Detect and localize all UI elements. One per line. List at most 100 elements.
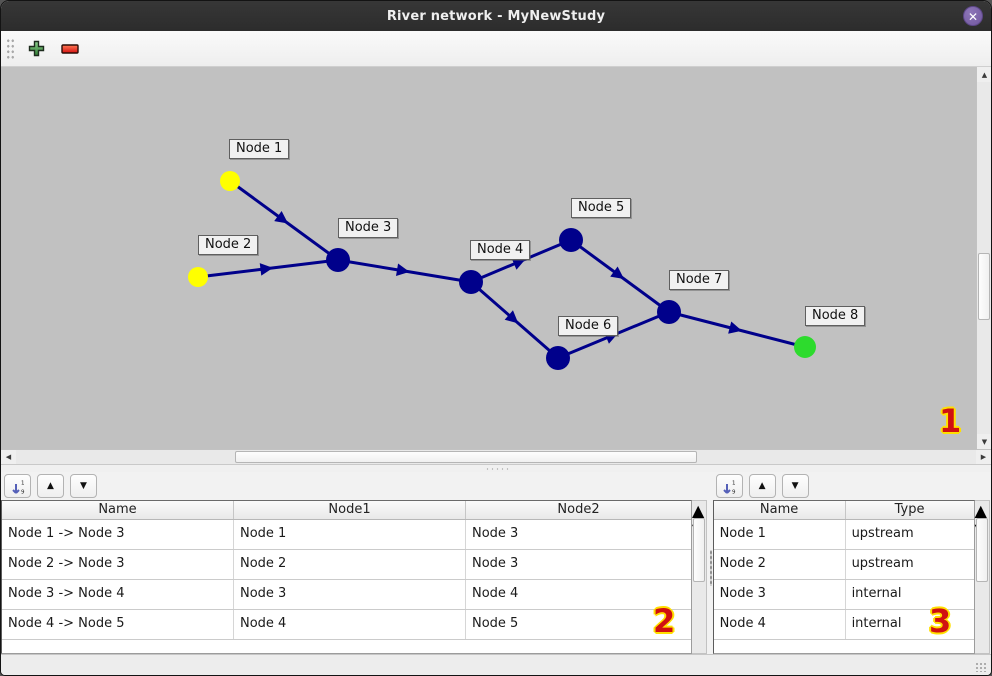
table-row[interactable]: Node 1 upstream: [713, 520, 974, 550]
scroll-up-icon[interactable]: ▲: [974, 501, 987, 520]
table-cell[interactable]: Node 1 -> Node 3: [2, 520, 234, 549]
network-edge[interactable]: [668, 310, 806, 349]
vertical-splitter[interactable]: [709, 472, 713, 654]
table-cell[interactable]: Node 3: [472, 526, 519, 541]
table-cell[interactable]: Node 5: [472, 616, 519, 631]
table-row[interactable]: Node 4 internal: [713, 610, 974, 640]
table-cell[interactable]: Node 2: [234, 550, 466, 579]
table-cell[interactable]: Node 3: [234, 580, 466, 609]
nodes-toolbar: 1 9 ▲ ▼: [713, 472, 991, 500]
network-edge[interactable]: [337, 258, 472, 284]
network-node[interactable]: [657, 300, 681, 324]
main-toolbar: [1, 31, 991, 67]
node-label[interactable]: Node 6: [558, 316, 619, 336]
table-cell[interactable]: Node 2 -> Node 3: [2, 550, 234, 579]
table-row[interactable]: Node 3 internal: [713, 580, 974, 610]
toolbar-drag-handle-icon[interactable]: [6, 37, 15, 60]
canvas-horizontal-scrollbar[interactable]: ◀ ▶: [1, 449, 991, 465]
column-header[interactable]: Node1: [234, 501, 466, 519]
column-header[interactable]: Name: [2, 501, 234, 519]
table-cell[interactable]: Node 4 -> Node 5: [2, 610, 234, 639]
move-down-button[interactable]: ▼: [781, 474, 809, 498]
close-icon[interactable]: ✕: [963, 6, 983, 26]
sort-ascending-button[interactable]: 1 9: [715, 474, 743, 498]
sort-ascending-icon: 1 9: [723, 480, 736, 494]
links-scroll-thumb[interactable]: [693, 518, 705, 582]
node-label[interactable]: Node 2: [198, 235, 259, 255]
table-cell[interactable]: Node 1: [234, 520, 466, 549]
table-cell[interactable]: Node 4: [234, 610, 466, 639]
table-cell[interactable]: Node 1: [714, 520, 846, 549]
node-label[interactable]: Node 3: [338, 218, 399, 238]
network-node[interactable]: [559, 228, 583, 252]
column-header[interactable]: Type: [894, 502, 925, 517]
scroll-up-icon[interactable]: ▲: [692, 501, 705, 520]
node-label[interactable]: Node 4: [470, 240, 531, 260]
node-label[interactable]: Node 7: [669, 270, 730, 290]
network-node[interactable]: [188, 267, 208, 287]
move-up-button[interactable]: ▲: [748, 474, 776, 498]
network-edge[interactable]: [470, 280, 559, 360]
network-edge[interactable]: [197, 258, 339, 279]
scroll-left-icon[interactable]: ◀: [1, 450, 16, 464]
table-cell[interactable]: Node 3: [714, 580, 846, 609]
network-edge[interactable]: [470, 238, 572, 284]
table-row[interactable]: Node 2 upstream: [713, 550, 974, 580]
table-cell[interactable]: Node 3: [472, 556, 519, 571]
window-title: River network - MyNewStudy: [386, 8, 606, 24]
table-cell[interactable]: upstream: [851, 526, 914, 541]
table-cell[interactable]: Node 4: [714, 610, 846, 639]
scroll-up-icon[interactable]: ▲: [977, 67, 991, 82]
column-header[interactable]: Node2: [557, 502, 600, 517]
splitter-handle-icon: [485, 468, 511, 470]
network-node[interactable]: [459, 270, 483, 294]
network-canvas[interactable]: Node 1 Node 2 Node 3 Node 4 Node 5 Node 6 Node…: [1, 67, 976, 449]
nodes-table-scrollbar[interactable]: ▲ ▼: [974, 500, 990, 654]
scroll-down-icon[interactable]: ▼: [977, 434, 991, 449]
network-node[interactable]: [794, 336, 816, 358]
table-cell[interactable]: internal: [851, 616, 902, 631]
sort-ascending-icon: 1 9: [11, 480, 25, 494]
scroll-right-icon[interactable]: ▶: [976, 450, 991, 464]
move-up-button[interactable]: ▲: [37, 474, 64, 498]
node-label[interactable]: Node 5: [571, 198, 632, 218]
canvas-vertical-scrollbar[interactable]: ▲ ▼: [976, 67, 991, 449]
node-label[interactable]: Node 8: [805, 306, 866, 326]
table-cell[interactable]: Node 4: [472, 586, 519, 601]
sort-ascending-button[interactable]: 1 9: [4, 474, 31, 498]
links-table-scrollbar[interactable]: ▲ ▼: [692, 500, 707, 654]
canvas-hscroll-thumb[interactable]: [235, 451, 697, 463]
resize-grip-icon[interactable]: [975, 662, 987, 672]
nodes-scroll-thumb[interactable]: [975, 518, 988, 582]
up-triangle-icon: ▲: [758, 481, 766, 491]
network-node[interactable]: [220, 171, 240, 191]
nodes-table-header[interactable]: Name Type: [713, 501, 974, 520]
node-label[interactable]: Node 1: [229, 139, 290, 159]
table-cell[interactable]: upstream: [851, 556, 914, 571]
network-node[interactable]: [546, 346, 570, 370]
titlebar[interactable]: River network - MyNewStudy ✕: [1, 1, 991, 31]
network-edge[interactable]: [229, 179, 339, 262]
network-node[interactable]: [326, 248, 350, 272]
horizontal-splitter[interactable]: [1, 465, 991, 472]
table-cell[interactable]: internal: [851, 586, 902, 601]
column-header[interactable]: Name: [714, 501, 846, 519]
table-cell[interactable]: Node 2: [714, 550, 846, 579]
remove-node-button[interactable]: [57, 36, 83, 62]
move-down-button[interactable]: ▼: [70, 474, 97, 498]
add-node-button[interactable]: [23, 36, 49, 62]
empty-row: [2, 640, 691, 652]
network-edge[interactable]: [570, 238, 670, 314]
table-cell[interactable]: Node 3 -> Node 4: [2, 580, 234, 609]
canvas-vscroll-thumb[interactable]: [978, 253, 990, 320]
svg-text:1: 1: [21, 480, 25, 486]
